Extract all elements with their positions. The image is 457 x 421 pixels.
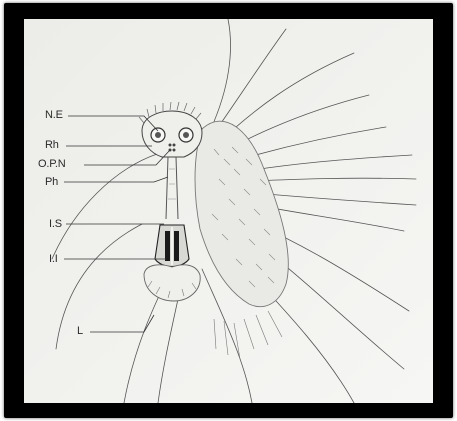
label-ne: N.E xyxy=(45,110,63,121)
label-is: I.S xyxy=(49,219,62,230)
label-l: L xyxy=(77,326,83,337)
label-ii: I.I xyxy=(49,254,58,265)
label-opn: O.P.N xyxy=(38,159,66,170)
label-rh: Rh xyxy=(45,140,59,151)
label-ph: Ph xyxy=(45,177,58,188)
incisor-right xyxy=(174,231,179,261)
anatomy-drawing xyxy=(24,19,433,403)
figure-paper: N.E Rh O.P.N Ph I.S I.I L xyxy=(24,19,433,403)
incisor-left xyxy=(165,231,170,261)
